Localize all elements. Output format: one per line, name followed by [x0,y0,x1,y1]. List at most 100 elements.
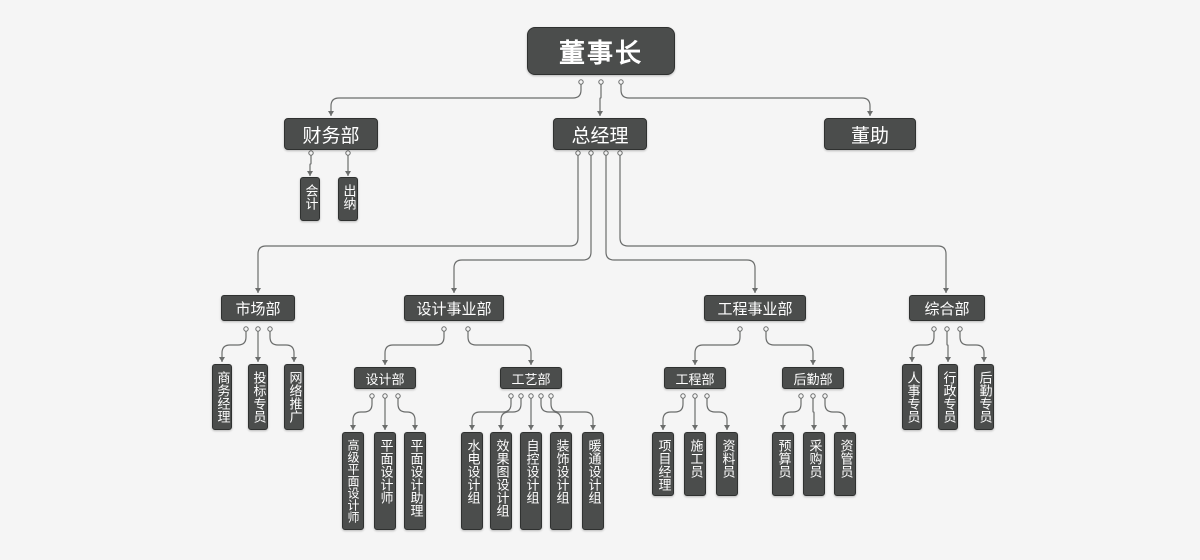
connector-arrow [842,425,848,430]
connector-dot [382,393,388,399]
connector-line [662,398,684,430]
node-accountant: 会计 [300,177,320,221]
connector-dot [538,393,544,399]
connector-arrow [867,111,873,116]
connector-arrow [660,425,666,430]
connector-dot [267,326,273,332]
connector-arrow [528,360,534,365]
node-bid-specialist: 投标专员 [248,364,268,430]
connector-arrow [382,360,388,365]
node-designer: 平面设计师 [374,432,396,530]
connector-line [706,398,728,430]
connector-dot [617,150,623,156]
node-engineering-division: 工程事业部 [704,295,806,321]
connector-dot [575,150,581,156]
connector-line [620,84,871,116]
node-data-clerk: 资料员 [716,432,738,496]
connector-dot [578,79,584,85]
connector-line [782,398,802,430]
connector-line [269,331,295,362]
connector-arrow [692,360,698,365]
connector-arrow [498,425,504,430]
connector-arrow [909,357,915,362]
connector-line [467,331,532,365]
connector-line [765,331,814,365]
node-design-assistant: 平面设计助理 [404,432,426,530]
connector-line [812,398,815,430]
node-business-manager: 商务经理 [212,364,232,430]
connector-line [257,155,579,293]
connector-dot [255,326,261,332]
connector-dot [598,79,604,85]
node-engineering-dept: 工程部 [664,367,726,389]
connector-dot [395,393,401,399]
connector-line [540,398,562,430]
connector-arrow [558,425,564,430]
connector-line [221,331,247,362]
connector-arrow [469,425,475,430]
node-design-dept: 设计部 [354,367,416,389]
node-budget-clerk: 预算员 [772,432,794,496]
connector-line [309,155,312,176]
connector-line [605,155,756,293]
connector-arrow [345,171,351,176]
connector-arrow [810,360,816,365]
node-admin-specialist: 行政专员 [938,364,958,430]
connector-arrow [350,425,356,430]
node-general-affairs: 综合部 [909,295,985,321]
node-market-dept: 市场部 [221,295,295,321]
connector-arrow [307,171,313,176]
connector-dot [704,393,710,399]
connector-arrow [528,425,534,430]
connector-arrow [752,288,758,293]
connector-arrow [255,288,261,293]
connector-arrow [692,425,698,430]
connector-arrow [412,425,418,430]
connector-dot [798,393,804,399]
connector-line [911,331,935,362]
connector-line [453,155,592,293]
node-net-promotion: 网络推广 [284,364,304,430]
connector-arrow [597,111,603,116]
connector-line [824,398,846,430]
connector-line [694,331,741,365]
connector-arrow [291,357,297,362]
connector-dot [465,326,471,332]
node-senior-designer: 高级平面设计师 [342,432,364,530]
connector-line [330,84,582,116]
node-logistics-dept: 后勤部 [782,367,844,389]
connector-line [959,331,985,362]
connector-arrow [811,425,817,430]
connector-dot [692,393,698,399]
node-craft-dept: 工艺部 [500,367,562,389]
node-hr-specialist: 人事专员 [902,364,922,430]
node-rendering-group: 效果图设计组 [490,432,512,530]
node-hvac-group: 暖通设计组 [582,432,604,530]
connector-dot [680,393,686,399]
connector-dot [518,393,524,399]
connector-arrow [724,425,730,430]
connector-dot [944,326,950,332]
connector-dot [618,79,624,85]
connector-dot [810,393,816,399]
connector-arrow [219,357,225,362]
connector-dot [369,393,375,399]
connector-line [946,331,949,362]
connector-line [500,398,522,430]
connector-dot [763,326,769,332]
node-asset-manager: 资管员 [834,432,856,496]
connector-dot [441,326,447,332]
node-project-manager: 项目经理 [652,432,674,496]
connector-arrow [255,357,261,362]
connector-arrow [382,425,388,430]
node-logistics-specialist: 后勤专员 [974,364,994,430]
connector-dot [548,393,554,399]
node-plumbing-electrical-group: 水电设计组 [461,432,483,530]
connector-arrow [780,425,786,430]
connector-dot [345,150,351,156]
connector-arrow [943,288,949,293]
connector-line [471,398,512,430]
connector-dot [822,393,828,399]
